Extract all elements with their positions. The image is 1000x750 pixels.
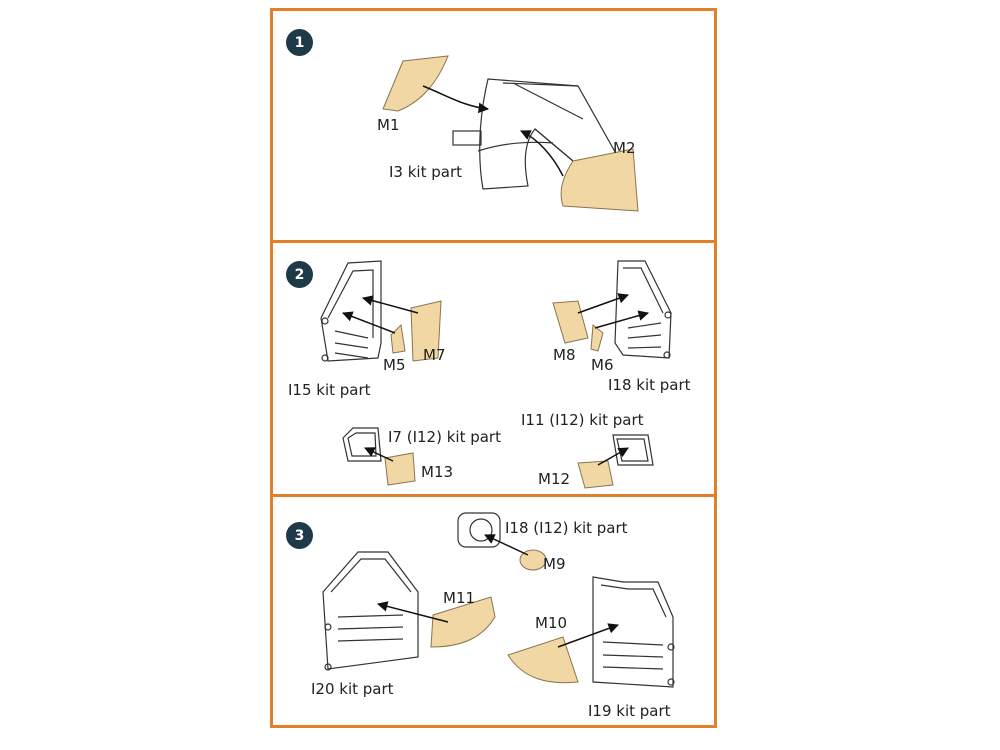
m6-label: M6 [591, 356, 614, 374]
step-2-badge: 2 [286, 261, 313, 288]
step-3-panel: 3 I18 (I12) kit part M9 M11 [270, 494, 717, 728]
m6-arrow [594, 310, 650, 329]
m1-part [382, 55, 449, 112]
step-3-badge: 3 [286, 522, 313, 549]
m2-arrow [520, 130, 564, 177]
m13-arrow [364, 447, 394, 462]
i3-kit-part-label: I3 kit part [389, 163, 463, 181]
step-1-badge: 1 [286, 29, 313, 56]
i11-kit-part-drawing [612, 434, 654, 466]
i3-kit-part-drawing [452, 78, 625, 190]
i15-kit-part-drawing [320, 260, 382, 362]
m8-label: M8 [553, 346, 576, 364]
step-2-panel: 2 [270, 240, 717, 497]
m1-label: M1 [377, 116, 400, 134]
m5-part [390, 323, 406, 354]
m5-label: M5 [383, 356, 406, 374]
step-2-illustration [320, 260, 672, 489]
i18-round-kit-part-label: I18 (I12) kit part [505, 519, 628, 537]
step-1-illustration [382, 55, 639, 212]
step-3-illustration [322, 512, 675, 688]
i7-kit-part-label: I7 (I12) kit part [388, 428, 501, 446]
i18-kit-part-label: I18 kit part [608, 376, 691, 394]
m1-arrow [422, 85, 490, 114]
m7-label: M7 [423, 346, 446, 364]
i18-round-kit-part-drawing [457, 512, 501, 548]
i18-kit-part-drawing [614, 260, 672, 359]
m13-label: M13 [421, 463, 454, 481]
i19-kit-part-label: I19 kit part [588, 702, 671, 720]
m12-part [577, 460, 614, 489]
m10-part [507, 636, 579, 684]
m11-part [430, 596, 496, 648]
i20-kit-part-label: I20 kit part [311, 680, 394, 698]
m7-part [410, 300, 442, 362]
m7-arrow [361, 295, 419, 314]
m9-label: M9 [543, 555, 566, 573]
i20-kit-part-drawing [322, 551, 419, 671]
m12-label: M12 [538, 470, 571, 488]
m8-part [552, 300, 589, 344]
i15-kit-part-label: I15 kit part [288, 381, 371, 399]
m8-arrow [577, 293, 629, 314]
m2-label: M2 [613, 139, 636, 157]
i7-kit-part-drawing [342, 427, 382, 462]
m9-arrow [484, 534, 529, 556]
m6-part [590, 324, 604, 352]
i19-kit-part-drawing [592, 576, 675, 688]
m10-label: M10 [535, 614, 568, 632]
m5-arrow [342, 311, 396, 334]
m13-part [384, 452, 416, 486]
i11-kit-part-label: I11 (I12) kit part [521, 411, 644, 429]
m11-label: M11 [443, 589, 476, 607]
m10-arrow [557, 623, 619, 648]
step-1-panel: 1 M1 M2 I3 kit part [270, 8, 717, 243]
m12-arrow [597, 447, 629, 466]
m2-part [560, 148, 639, 212]
m11-arrow [376, 601, 449, 623]
